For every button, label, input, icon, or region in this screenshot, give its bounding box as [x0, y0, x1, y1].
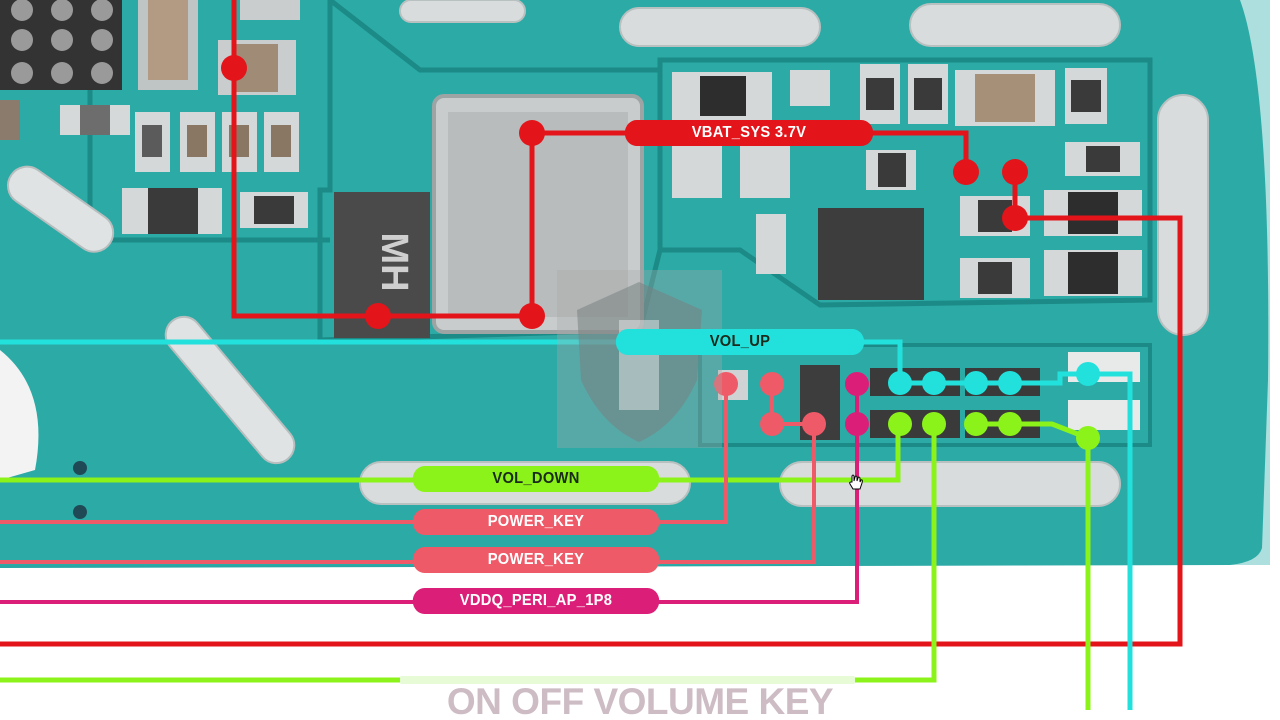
net-label-power-key-2: POWER_KEY: [412, 547, 660, 573]
net-label-vol-up: VOL_UP: [615, 329, 865, 355]
net-label-power-key-1: POWER_KEY: [412, 509, 660, 535]
vddq-trace: [0, 384, 859, 604]
net-label-vol-down: VOL_DOWN: [412, 466, 660, 492]
svg-text:MH: MH: [373, 232, 415, 291]
net-label-vbat: VBAT_SYS 3.7V: [624, 120, 874, 146]
net-label-vddq: VDDQ_PERI_AP_1P8: [412, 588, 660, 614]
hand-cursor-icon: [848, 474, 864, 497]
vbat-trace: [0, 0, 1183, 647]
shield-watermark-icon: [557, 270, 722, 448]
title-underline: [400, 676, 855, 684]
vol-up-trace: [0, 339, 1133, 710]
diagram-title: ON OFF VOLUME KEY: [446, 681, 834, 720]
